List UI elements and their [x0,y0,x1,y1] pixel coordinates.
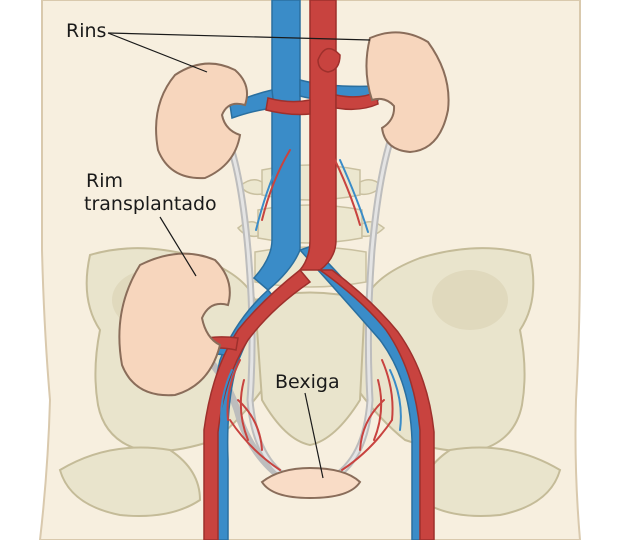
branch-vessels [220,149,402,471]
transplanted-kidney [118,252,231,397]
bladder-label: Bexiga [275,371,340,393]
right-kidney [155,62,248,180]
kidneys-label: Rins [66,20,107,42]
transplanted-kidney-label-line2: transplantado [84,193,217,215]
kidneys [118,31,450,397]
transplanted-kidney-label-line1: Rim [86,170,123,192]
arteries [197,0,435,540]
left-kidney [365,31,450,154]
leader-lines [107,32,371,479]
bladder [260,466,362,500]
